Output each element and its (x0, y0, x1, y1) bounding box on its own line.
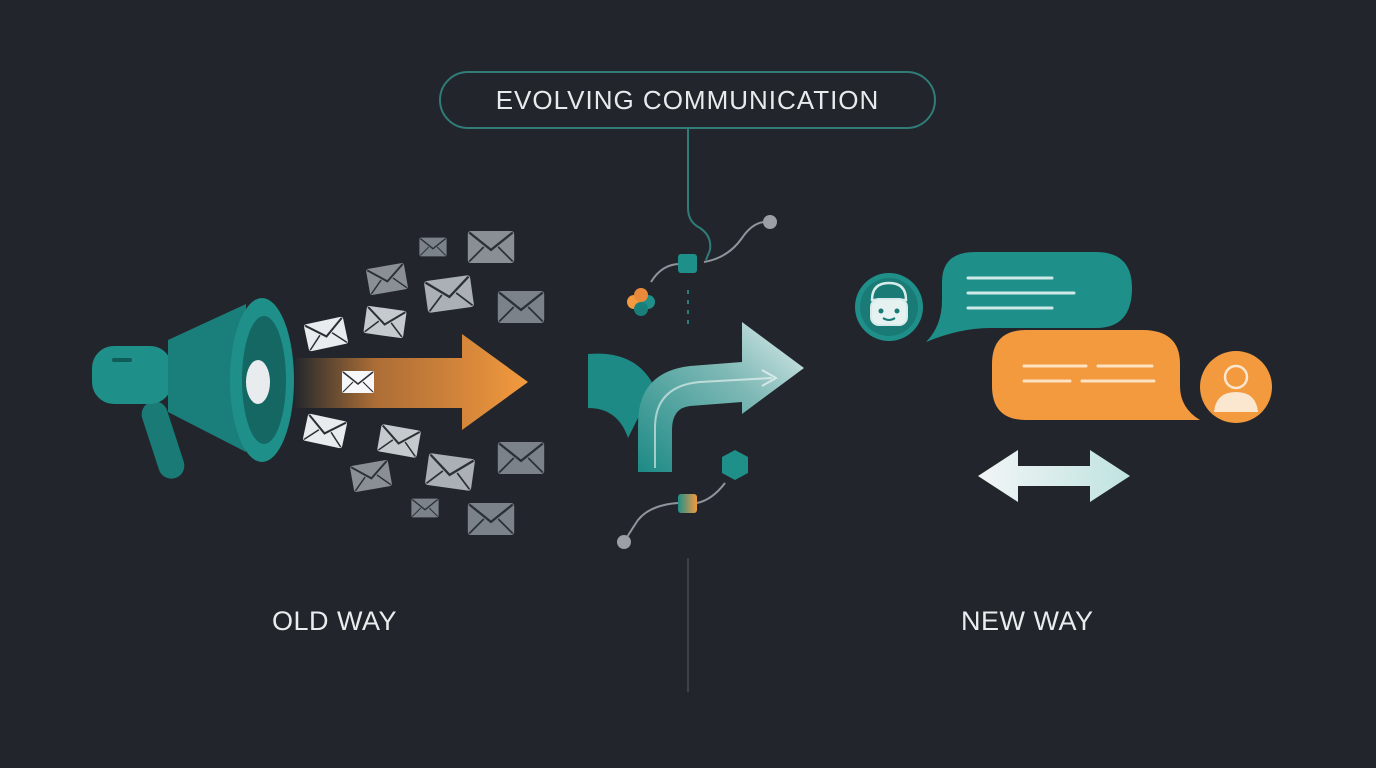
two-way-arrow-icon (978, 450, 1130, 502)
envelope-icon (496, 440, 546, 476)
envelope-icon (348, 458, 394, 494)
envelope-icon (302, 315, 350, 353)
transformation-arrow-icon (588, 322, 804, 472)
bot-avatar-icon (855, 273, 923, 341)
user-avatar-icon (1200, 351, 1272, 423)
envelope-icon (362, 304, 408, 340)
title-connector (687, 129, 712, 261)
diagram-title: EVOLVING COMMUNICATION (495, 84, 880, 115)
envelope-icon (375, 422, 423, 460)
envelope-icon (423, 451, 477, 493)
megaphone-icon (92, 298, 294, 479)
broadcast-arrow-icon (294, 334, 528, 430)
envelope-icon (418, 236, 448, 258)
envelope-icon (364, 261, 410, 297)
bot-message-bubble (926, 252, 1132, 342)
envelope-icon (301, 412, 349, 450)
envelope-icon (410, 497, 440, 519)
new-way-label: NEW WAY (961, 606, 1094, 636)
transformation-connectors (617, 215, 777, 549)
envelope-icon (422, 273, 476, 315)
envelope-icon (466, 229, 516, 265)
user-message-bubble (992, 330, 1200, 420)
envelope-icon (466, 501, 516, 537)
title-pill: EVOLVING COMMUNICATION (439, 71, 936, 129)
envelope-icon (496, 289, 546, 325)
old-way-label: OLD WAY (272, 606, 398, 636)
